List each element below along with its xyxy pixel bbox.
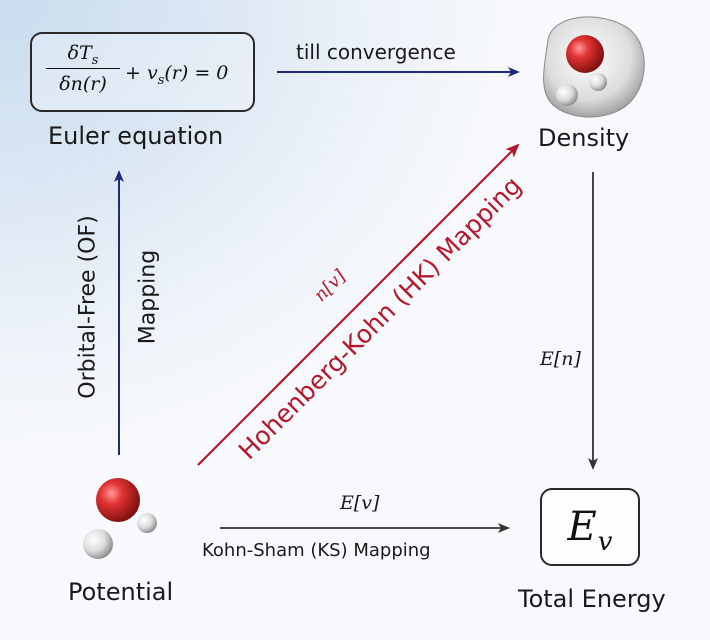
of-mapping-label-line1: Orbital-Free (OF) bbox=[75, 215, 101, 399]
euler-fraction: δTs δn(r) bbox=[46, 42, 120, 95]
convergence-label: till convergence bbox=[296, 40, 456, 64]
of-mapping-label-line2: Mapping bbox=[135, 249, 161, 345]
hk-mapping-arrow bbox=[197, 143, 520, 466]
ks-functional-label: E[v] bbox=[340, 492, 380, 514]
density-label: Density bbox=[538, 124, 630, 152]
euler-potential-term: + v bbox=[125, 62, 158, 84]
ks-mapping-label: Kohn-Sham (KS) Mapping bbox=[202, 540, 431, 561]
total-energy-symbol-main: E bbox=[567, 504, 597, 550]
fraction-denominator: δn(r) bbox=[59, 73, 107, 95]
euler-potential-subscript: s bbox=[157, 73, 165, 88]
euler-equation-label: Euler equation bbox=[48, 122, 224, 150]
total-energy-box: Ev bbox=[540, 488, 640, 566]
fraction-numerator: δT bbox=[67, 42, 92, 64]
total-energy-symbol-subscript: v bbox=[597, 527, 613, 557]
total-energy-symbol: Ev bbox=[567, 504, 613, 557]
potential-molecule-icon bbox=[83, 478, 157, 559]
potential-label: Potential bbox=[68, 578, 174, 606]
energy-functional-label: E[n] bbox=[540, 348, 581, 370]
total-energy-label: Total Energy bbox=[518, 585, 666, 613]
euler-equation-box: δTs δn(r) + vs(r) = 0 bbox=[30, 32, 255, 112]
euler-equation-rest: + vs(r) = 0 bbox=[125, 62, 229, 88]
density-molecule-icon bbox=[543, 16, 645, 118]
euler-equation-tail: (r) = 0 bbox=[164, 62, 229, 84]
fraction-numerator-subscript: s bbox=[91, 53, 99, 68]
